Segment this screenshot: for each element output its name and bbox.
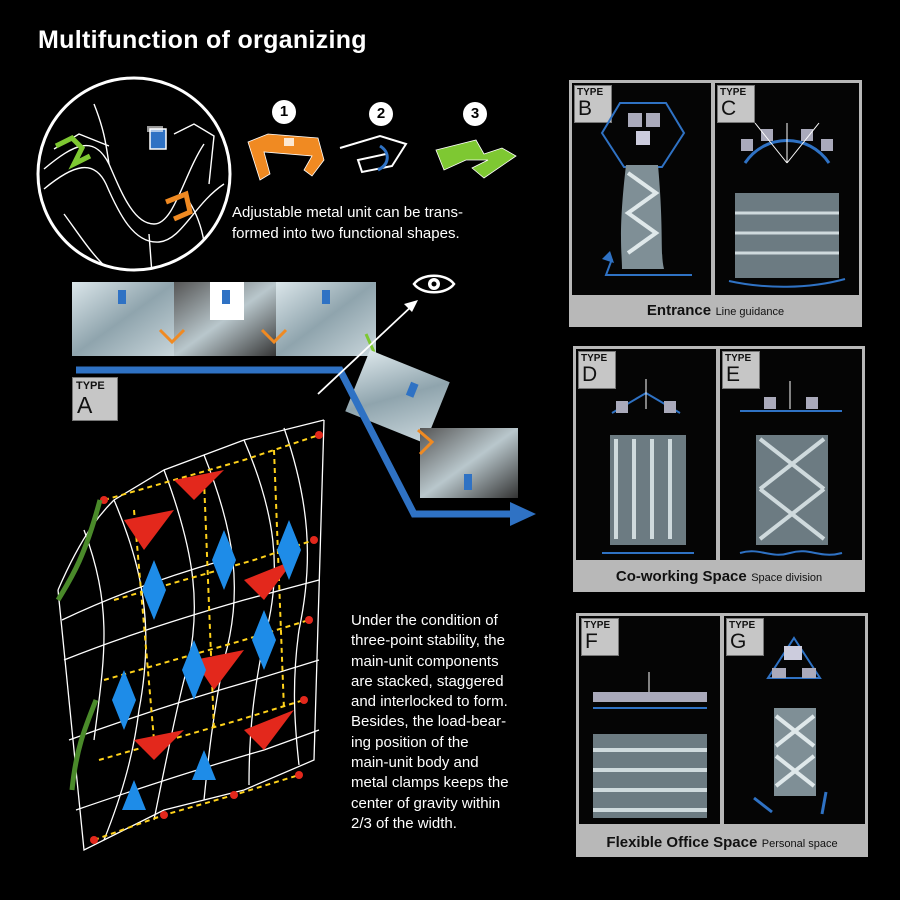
page-title: Multifunction of organizing bbox=[38, 26, 367, 54]
type-f-panel: TYPE F bbox=[579, 616, 720, 824]
coworking-title: Co-working Space bbox=[615, 568, 747, 585]
type-a-path-diagram bbox=[72, 282, 536, 526]
type-f-tag: TYPE F bbox=[581, 618, 619, 656]
type-c-illustration bbox=[728, 122, 846, 288]
stability-caption-line: Besides, the load-bear- bbox=[351, 713, 507, 731]
type-e-tag: TYPE E bbox=[722, 351, 760, 389]
type-e-panel: TYPE E bbox=[720, 349, 862, 560]
unit-caption-line: Adjustable metal unit can be trans- bbox=[232, 204, 463, 221]
flexible-office-title: Flexible Office Space bbox=[606, 834, 758, 851]
step-number-3: 3 bbox=[463, 102, 487, 126]
stability-caption-line: three-point stability, the bbox=[351, 632, 505, 650]
type-a-tag: TYPE A bbox=[72, 377, 118, 421]
type-d-illustration bbox=[602, 379, 694, 554]
entrance-panel: TYPE B TYPE C Entrance bbox=[569, 80, 862, 327]
type-d-panel: TYPE D bbox=[576, 349, 716, 560]
type-label: TYPE bbox=[725, 353, 752, 364]
type-c-panel: TYPE C bbox=[715, 83, 859, 295]
entrance-subtitle: Line guidance bbox=[715, 306, 785, 318]
type-label: TYPE bbox=[76, 380, 105, 392]
unit-caption-line: formed into two functional shapes. bbox=[232, 225, 460, 242]
type-letter: E bbox=[726, 363, 741, 386]
stability-caption-line: main-unit body and bbox=[351, 754, 479, 772]
type-e-illustration bbox=[739, 381, 843, 556]
flexible-office-subtitle: Personal space bbox=[761, 838, 838, 850]
step-number-2: 2 bbox=[369, 102, 393, 126]
type-b-tag: TYPE B bbox=[574, 85, 612, 123]
unit-caption: Adjustable metal unit can be trans- form… bbox=[232, 202, 532, 244]
stability-caption-line: 2/3 of the width. bbox=[351, 814, 457, 832]
eye-icon bbox=[412, 274, 456, 294]
type-letter: D bbox=[582, 363, 598, 386]
type-letter: G bbox=[730, 630, 747, 653]
type-d-tag: TYPE D bbox=[578, 351, 616, 389]
metal-unit-shapes bbox=[247, 133, 517, 181]
stability-caption-line: ing position of the bbox=[351, 733, 469, 751]
coworking-subtitle: Space division bbox=[751, 572, 823, 584]
coworking-label: Co-working Space Space division bbox=[573, 568, 865, 586]
type-b-panel: TYPE B bbox=[572, 83, 711, 295]
type-label: TYPE bbox=[584, 620, 611, 631]
type-b-illustration bbox=[600, 102, 692, 276]
stability-caption-line: main-unit components bbox=[351, 652, 499, 670]
type-g-tag: TYPE G bbox=[726, 618, 764, 656]
stability-caption: Under the condition of three-point stabi… bbox=[351, 611, 551, 834]
type-letter: F bbox=[585, 630, 598, 653]
stacked-structure-diagram bbox=[55, 419, 325, 852]
stability-caption-line: are stacked, staggered bbox=[351, 672, 504, 690]
coworking-panel: TYPE D TYPE E Co-working Space Space div… bbox=[573, 346, 865, 592]
type-label: TYPE bbox=[581, 353, 608, 364]
type-g-panel: TYPE G bbox=[724, 616, 865, 824]
type-g-illustration bbox=[753, 636, 828, 815]
unit-detail-circle bbox=[36, 76, 232, 272]
entrance-title: Entrance bbox=[646, 302, 712, 319]
stability-caption-line: center of gravity within bbox=[351, 794, 501, 812]
flexible-office-panel: TYPE F TYPE G Flexible Office Space Pers… bbox=[576, 613, 868, 857]
type-letter: A bbox=[77, 392, 93, 418]
stability-caption-line: and interlocked to form. bbox=[351, 693, 508, 711]
type-letter: C bbox=[721, 97, 737, 120]
entrance-label: Entrance Line guidance bbox=[569, 302, 862, 320]
stability-caption-line: metal clamps keeps the bbox=[351, 774, 509, 792]
type-label: TYPE bbox=[577, 87, 604, 98]
type-f-illustration bbox=[593, 672, 707, 818]
type-c-tag: TYPE C bbox=[717, 85, 755, 123]
step-number-1: 1 bbox=[272, 100, 296, 124]
type-letter: B bbox=[578, 97, 593, 120]
type-label: TYPE bbox=[729, 620, 756, 631]
flexible-office-label: Flexible Office Space Personal space bbox=[576, 834, 868, 852]
type-label: TYPE bbox=[720, 87, 747, 98]
stability-caption-line: Under the condition of bbox=[351, 612, 498, 629]
